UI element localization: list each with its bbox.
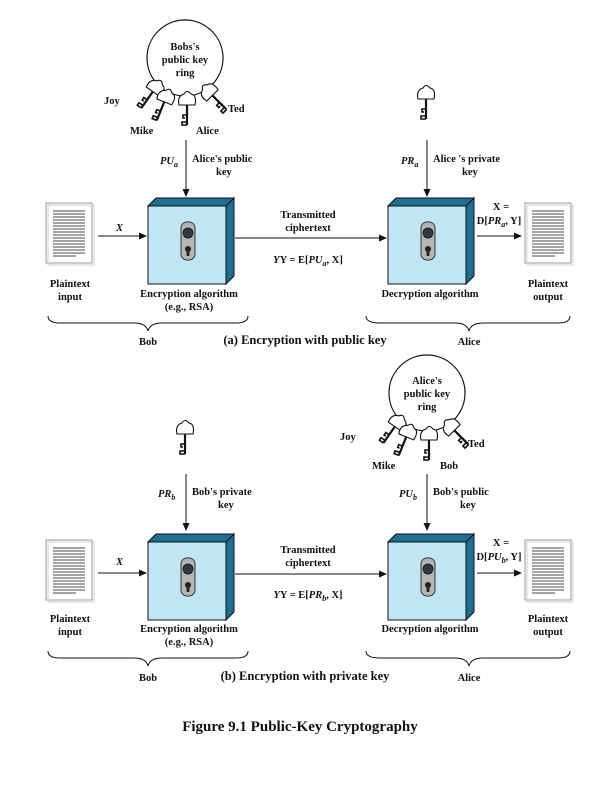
party-bob: Bob [139, 337, 157, 348]
output-formula-line1: X = [493, 202, 509, 213]
encryption-box-icon [147, 533, 235, 621]
ring-key-joy: Joy [104, 96, 121, 107]
cipher-formula: YY = E[PRb, X] [273, 590, 342, 603]
key-ring-a: Bobs's public key ring Joy Mike Alice Te… [104, 19, 245, 137]
cipher-formula: YY = E[PUa, X] [273, 255, 343, 268]
enc-key-desc-line2: key [216, 167, 233, 178]
panel-a-caption: (a) Encryption with public key [223, 333, 387, 347]
transmitted-line1: Transmitted [280, 545, 335, 556]
keyring-label-line1: Alice's [412, 376, 442, 387]
output-formula-line2: D[PUb, Y] [476, 552, 521, 565]
enc-algorithm-line1: Encryption algorithm [140, 289, 238, 300]
ring-key-bob: Bob [440, 461, 458, 472]
plaintext-output-line1: Plaintext [528, 279, 569, 290]
enc-algorithm-line2: (e.g., RSA) [165, 637, 214, 648]
plaintext-output-line2: output [533, 292, 563, 303]
ring-key-ted: Ted [468, 439, 485, 450]
enc-key-symbol: PUa [160, 156, 178, 169]
keyring-label-line1: Bobs's [170, 42, 199, 53]
ring-key-mike: Mike [372, 461, 396, 472]
dec-key-desc-line2: key [460, 500, 477, 511]
enc-algorithm-line1: Encryption algorithm [140, 624, 238, 635]
keyring-label-line2: public key [404, 389, 451, 400]
keyring-label-line3: ring [418, 402, 437, 413]
keyring-label-line2: public key [162, 55, 209, 66]
enc-key-desc-line1: Alice's public [192, 154, 253, 165]
enc-key-symbol: PRb [158, 489, 175, 502]
encryption-box-icon [147, 197, 235, 285]
party-alice: Alice [458, 673, 481, 684]
dec-key-symbol: PRa [401, 156, 418, 169]
keyring-label-line3: ring [176, 68, 195, 79]
dec-key-desc-line1: Alice 's private [433, 154, 500, 165]
enc-algorithm-line2: (e.g., RSA) [165, 302, 214, 313]
brace-bob [47, 650, 249, 667]
input-variable: X [115, 223, 124, 234]
plaintext-output-line1: Plaintext [528, 614, 569, 625]
plaintext-output-doc-icon [524, 539, 574, 603]
dec-algorithm-label: Decryption algorithm [381, 289, 478, 300]
key-alice-icon [177, 90, 197, 127]
key-bob-icon [419, 425, 439, 462]
plaintext-input-line2: input [58, 627, 82, 638]
plaintext-input-line1: Plaintext [50, 279, 91, 290]
plaintext-input-line1: Plaintext [50, 614, 91, 625]
dec-key-symbol: PUb [399, 489, 417, 502]
figure-caption: Figure 9.1 Public-Key Cryptography [182, 719, 418, 735]
key-ring-b: Alice's public key ring Joy Mike Bob Ted [340, 354, 485, 472]
dec-key-desc-line2: key [462, 167, 479, 178]
output-formula-line2: D[PRa, Y] [477, 216, 521, 229]
plaintext-output-doc-icon [524, 202, 574, 266]
private-key-icon [175, 419, 195, 456]
ring-key-ted: Ted [228, 104, 245, 115]
ring-key-joy: Joy [340, 432, 357, 443]
dec-algorithm-label: Decryption algorithm [381, 624, 478, 635]
input-variable: X [115, 557, 124, 568]
party-bob: Bob [139, 673, 157, 684]
decryption-box-icon [387, 533, 475, 621]
private-key-icon [416, 84, 436, 121]
dec-key-desc-line1: Bob's public [433, 487, 489, 498]
enc-key-desc-line2: key [218, 500, 235, 511]
party-alice: Alice [458, 337, 481, 348]
output-formula-line1: X = [493, 538, 509, 549]
plaintext-input-doc-icon [45, 539, 95, 603]
plaintext-output-line2: output [533, 627, 563, 638]
panel-b-caption: (b) Encryption with private key [221, 669, 391, 683]
panel-a: Bobs's public key ring Joy Mike Alice Te… [45, 19, 574, 348]
ring-key-mike: Mike [130, 126, 154, 137]
plaintext-input-line2: input [58, 292, 82, 303]
transmitted-line2: ciphertext [285, 558, 331, 569]
panel-b: PRb Bob's private key Alice's public key… [45, 354, 574, 684]
ring-key-alice: Alice [196, 126, 219, 137]
brace-bob [47, 315, 249, 332]
brace-alice [365, 315, 571, 332]
brace-alice [365, 650, 571, 667]
transmitted-line1: Transmitted [280, 210, 335, 221]
plaintext-input-doc-icon [45, 202, 95, 266]
transmitted-line2: ciphertext [285, 223, 331, 234]
enc-key-desc-line1: Bob's private [192, 487, 252, 498]
decryption-box-icon [387, 197, 475, 285]
